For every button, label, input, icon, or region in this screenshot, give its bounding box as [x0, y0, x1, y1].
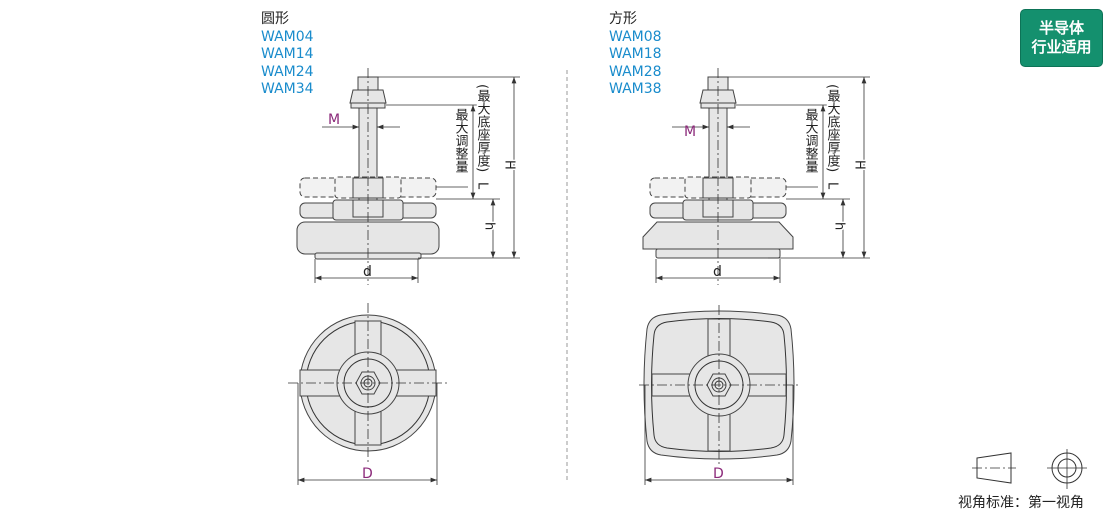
dim-max-base: (最大底座厚度) [475, 84, 491, 172]
square-type-group: 方形 WAM08 WAM18 WAM28 WAM38 M d 最大调整量 (最大… [609, 11, 870, 485]
badge-line1: 半导体 [1038, 19, 1084, 37]
round-side-view [296, 68, 520, 285]
square-top-view [639, 305, 799, 485]
dim-d: d [363, 264, 372, 280]
dim-M: M [684, 124, 696, 140]
dim-d: d [713, 264, 722, 280]
dim-L: L [825, 182, 840, 190]
dim-H: H [502, 160, 517, 170]
dim-max-base: (最大底座厚度) [825, 84, 841, 172]
model-label: WAM14 [261, 46, 314, 62]
dim-L: L [475, 182, 490, 190]
model-label: WAM38 [609, 81, 662, 97]
dim-D: D [713, 466, 724, 482]
dim-D: D [362, 466, 373, 482]
dim-M: M [328, 112, 340, 128]
round-type-group: 圆形 WAM04 WAM14 WAM24 WAM34 M d 最大调整量 (最大… [261, 11, 520, 485]
model-label: WAM34 [261, 81, 314, 97]
badge-line2: 行业适用 [1031, 38, 1092, 56]
semiconductor-badge: 半导体 行业适用 [1021, 10, 1102, 66]
model-label: WAM04 [261, 29, 314, 45]
round-type-title: 圆形 [261, 11, 289, 27]
dim-h: h [482, 222, 497, 230]
model-label: WAM08 [609, 29, 662, 45]
square-side-view [642, 68, 870, 285]
dim-max-adjust: 最大调整量 [453, 108, 469, 173]
first-angle-projection-icon [972, 449, 1087, 489]
dim-H: H [852, 160, 867, 170]
square-type-title: 方形 [609, 11, 637, 27]
view-standard-label: 视角标准：第一视角 [958, 495, 1084, 511]
model-label: WAM24 [261, 64, 314, 80]
round-top-view [288, 303, 448, 485]
model-label: WAM28 [609, 64, 662, 80]
dim-max-adjust: 最大调整量 [803, 108, 819, 173]
dim-h: h [832, 222, 847, 230]
model-label: WAM18 [609, 46, 662, 62]
